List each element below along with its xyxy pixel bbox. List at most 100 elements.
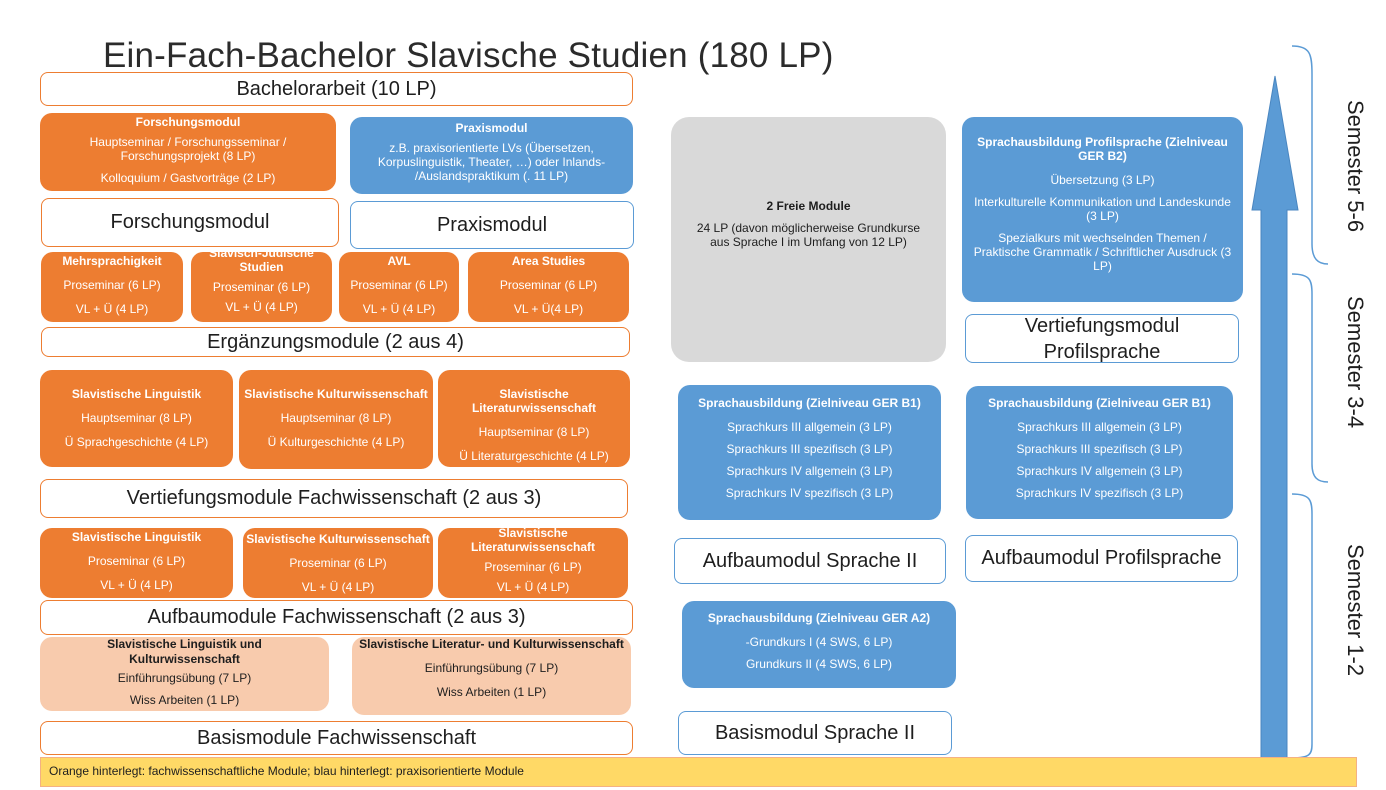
ergaenzung-2-heading: Slavisch-Jüdische Studien (209, 252, 314, 274)
aufbau-box-1: Slavistische Linguistik Proseminar (6 LP… (40, 528, 233, 598)
b1-left-item: Sprachkurs III allgemein (3 LP) (727, 420, 892, 434)
semester-3-4-label: Semester 3-4 (1343, 296, 1368, 429)
vertiefung-box-3: Slavistische Literaturwissenschaft Haupt… (438, 370, 630, 467)
b1-left-item: Sprachkurs III spezifisch (3 LP) (726, 442, 893, 456)
ergaenzung-box-2: Slavisch-Jüdische Studien Proseminar (6 … (191, 252, 332, 322)
profilsprache-line3: Spezialkurs mit wechselnden Themen / Pra… (973, 231, 1232, 273)
b1-box-right: Sprachausbildung (Zielniveau GER B1) Spr… (966, 386, 1233, 519)
basis-1-heading: Slavistische Linguistik und Kulturwissen… (107, 637, 262, 666)
freie-module-box: 2 Freie Module 24 LP (davon möglicherwei… (671, 117, 946, 362)
semester-1-2-label: Semester 1-2 (1343, 544, 1368, 677)
basis-box-1: Slavistische Linguistik und Kulturwissen… (40, 637, 329, 711)
aufbau-sprache2-label: Aufbaumodul Sprache II (674, 538, 946, 584)
vertiefung-1-heading: Slavistische Linguistik (71, 387, 202, 401)
vertiefung-3-line1: Hauptseminar (8 LP) (478, 425, 590, 439)
basis-sprache2-label: Basismodul Sprache II (678, 711, 952, 755)
ergaenzung-box-3: AVL Proseminar (6 LP) VL + Ü (4 LP) (339, 252, 459, 322)
ergaenzung-2-line2: VL + Ü (4 LP) (225, 300, 298, 314)
vertiefung-2-heading: Slavistische Kulturwissenschaft (244, 387, 428, 401)
b1-right-item: Sprachkurs III spezifisch (3 LP) (1016, 442, 1183, 456)
page-title: Ein-Fach-Bachelor Slavische Studien (180… (103, 36, 834, 75)
ergaenzung-3-line1: Proseminar (6 LP) (350, 278, 448, 292)
forschungsmodul-line1: Hauptseminar / Forschungsseminar / (89, 135, 287, 149)
b1-left-item: Sprachkurs IV spezifisch (3 LP) (725, 486, 894, 500)
a2-line1: -Grundkurs I (4 SWS, 6 LP) (745, 635, 893, 649)
a2-heading: Sprachausbildung (Zielniveau GER A2) (707, 611, 931, 625)
legend-bar: Orange hinterlegt: fachwissenschaftliche… (40, 757, 1357, 787)
aufbau-3-line1: Proseminar (6 LP) (484, 560, 582, 574)
aufbau-1-heading: Slavistische Linguistik (71, 530, 202, 544)
praxismodul-heading: Praxismodul (455, 121, 528, 135)
aufbau-2-line1: Proseminar (6 LP) (289, 556, 387, 570)
praxismodul-box: Praxismodul z.B. praxisorientierte LVs (… (350, 117, 633, 194)
ergaenzung-1-line2: VL + Ü (4 LP) (75, 302, 149, 316)
forschungsmodul-heading: Forschungsmodul (135, 115, 241, 129)
profilsprache-line1: Übersetzung (3 LP) (1050, 173, 1155, 187)
vertiefung-1-line2: Ü Sprachgeschichte (4 LP) (64, 435, 209, 449)
b1-right-heading: Sprachausbildung (Zielniveau GER B1) (988, 396, 1211, 410)
vertiefung-box-1: Slavistische Linguistik Hauptseminar (8 … (40, 370, 233, 467)
aufbau-box-3: Slavistische Literaturwissenschaft Prose… (438, 528, 628, 598)
vertiefung-1-line1: Hauptseminar (8 LP) (81, 411, 192, 425)
basis-label: Basismodule Fachwissenschaft (40, 721, 633, 755)
aufbau-1-line1: Proseminar (6 LP) (87, 554, 186, 568)
vertiefung-box-2: Slavistische Kulturwissenschaft Hauptsem… (239, 370, 433, 469)
vertiefung-profil-label: Vertiefungsmodul Profilsprache (965, 314, 1239, 363)
a2-box: Sprachausbildung (Zielniveau GER A2) -Gr… (682, 601, 956, 688)
basis-box-2: Slavistische Literatur- und Kulturwissen… (352, 637, 631, 715)
freie-module-heading: 2 Freie Module (766, 199, 851, 213)
praxismodul-line2: Korpuslinguistik, Theater, …) oder Inlan… (377, 155, 606, 169)
ergaenzung-box-4: Area Studies Proseminar (6 LP) VL + Ü(4 … (468, 252, 629, 322)
forschungsmodul-box: Forschungsmodul Hauptseminar / Forschung… (40, 113, 336, 191)
vertiefung-3-heading: Slavistische Literaturwissenschaft (471, 387, 597, 415)
aufbau-label: Aufbaumodule Fachwissenschaft (2 aus 3) (40, 600, 633, 635)
basis-2-line1: Einführungsübung (7 LP) (424, 661, 559, 675)
aufbau-3-line2: VL + Ü (4 LP) (496, 580, 570, 594)
basis-2-heading: Slavistische Literatur- und Kulturwissen… (359, 637, 624, 651)
basis-1-line1: Einführungsübung (7 LP) (117, 671, 252, 685)
forschungsmodul-line3: Kolloquium / Gastvorträge (2 LP) (100, 171, 276, 185)
ergaenzung-4-line1: Proseminar (6 LP) (499, 278, 598, 292)
ergaenzung-1-heading: Mehrsprachigkeit (62, 254, 162, 268)
praxismodul-label: Praxismodul (350, 201, 634, 249)
profilsprache-box: Sprachausbildung Profilsprache (Zielnive… (962, 117, 1243, 302)
b1-box-left: Sprachausbildung (Zielniveau GER B1) Spr… (678, 385, 941, 520)
ergaenzung-box-1: Mehrsprachigkeit Proseminar (6 LP) VL + … (41, 252, 183, 322)
praxismodul-line3: /Auslandspraktikum (. 11 LP) (414, 169, 569, 183)
vertiefung-2-line1: Hauptseminar (8 LP) (280, 411, 392, 425)
ergaenzung-4-heading: Area Studies (511, 254, 586, 268)
bachelorarbeit-label: Bachelorarbeit (10 LP) (40, 72, 633, 106)
ergaenzung-3-line2: VL + Ü (4 LP) (362, 302, 436, 316)
b1-right-item: Sprachkurs IV allgemein (3 LP) (1016, 464, 1183, 478)
a2-line2: Grundkurs II (4 SWS, 6 LP) (745, 657, 893, 671)
aufbau-3-heading: Slavistische Literaturwissenschaft (470, 528, 596, 554)
basis-1-line2: Wiss Arbeiten (1 LP) (129, 693, 240, 707)
ergaenzung-1-line1: Proseminar (6 LP) (63, 278, 161, 292)
b1-right-item: Sprachkurs III allgemein (3 LP) (1017, 420, 1182, 434)
ergaenzung-4-line2: VL + Ü(4 LP) (513, 302, 584, 316)
semester-brace-icon (1291, 45, 1329, 759)
praxismodul-line1: z.B. praxisorientierte LVs (Übersetzen, (389, 141, 594, 155)
ergaenzung-2-line1: Proseminar (6 LP) (212, 280, 311, 294)
ergaenzung-label: Ergänzungsmodule (2 aus 4) (41, 327, 630, 357)
basis-2-line2: Wiss Arbeiten (1 LP) (436, 685, 547, 699)
vertiefung-2-line2: Ü Kulturgeschichte (4 LP) (267, 435, 405, 449)
b1-right-item: Sprachkurs IV spezifisch (3 LP) (1015, 486, 1184, 500)
profilsprache-heading: Sprachausbildung Profilsprache (Zielnive… (977, 135, 1228, 163)
forschungsmodul-label: Forschungsmodul (41, 198, 339, 247)
aufbau-profil-label: Aufbaumodul Profilsprache (965, 535, 1238, 582)
semester-5-6-label: Semester 5-6 (1343, 100, 1368, 233)
freie-module-line1: 24 LP (davon möglicherweise Grundkurse (696, 221, 921, 235)
aufbau-box-2: Slavistische Kulturwissenschaft Prosemin… (243, 528, 433, 598)
vertiefung-3-line2: Ü Literaturgeschichte (4 LP) (459, 449, 609, 463)
aufbau-2-heading: Slavistische Kulturwissenschaft (246, 532, 430, 546)
b1-left-heading: Sprachausbildung (Zielniveau GER B1) (698, 396, 921, 410)
vertiefung-label: Vertiefungsmodule Fachwissenschaft (2 au… (40, 479, 628, 518)
b1-left-item: Sprachkurs IV allgemein (3 LP) (726, 464, 893, 478)
profilsprache-line2: Interkulturelle Kommunikation und Landes… (974, 195, 1231, 223)
ergaenzung-3-heading: AVL (387, 254, 411, 268)
aufbau-1-line2: VL + Ü (4 LP) (100, 578, 173, 592)
aufbau-2-line2: VL + Ü (4 LP) (301, 580, 375, 594)
forschungsmodul-line2: Forschungsprojekt (8 LP) (120, 149, 256, 163)
freie-module-line2: aus Sprache I im Umfang von 12 LP) (710, 235, 907, 249)
